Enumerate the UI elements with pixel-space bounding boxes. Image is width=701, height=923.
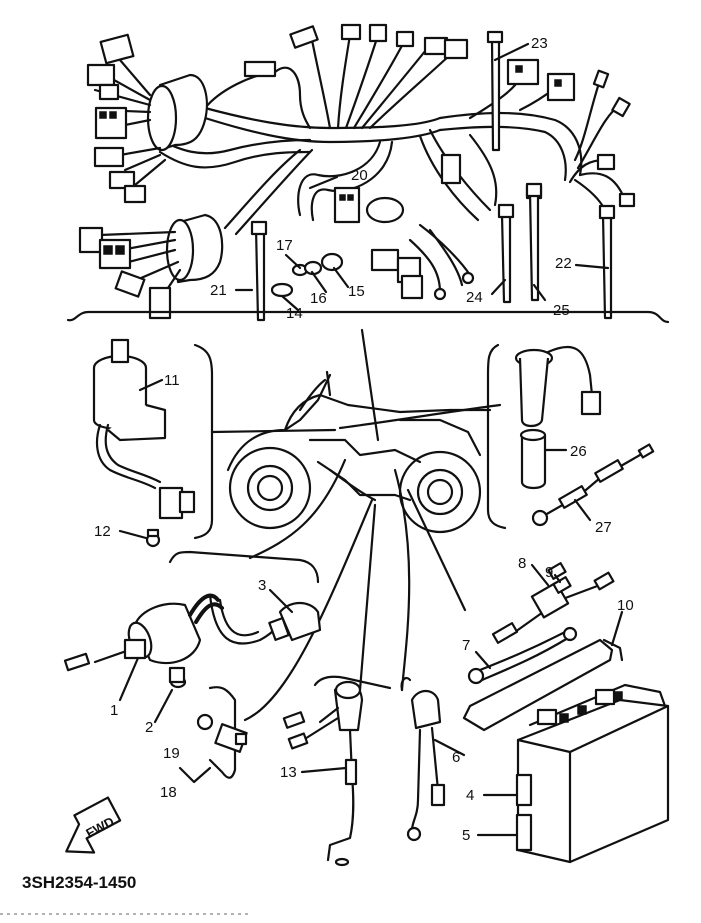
clamp-parts	[270, 252, 344, 298]
label-24: 24	[466, 289, 483, 306]
label-22: 22	[555, 255, 572, 272]
label-16: 16	[310, 290, 327, 307]
top-connectors	[243, 23, 469, 78]
part-code: 3SH2354-1450	[22, 873, 136, 892]
motorcycle-outline	[226, 373, 492, 534]
fuse-leads-7-8-9	[467, 562, 615, 685]
label-20: 20	[351, 167, 368, 184]
sensor-18-19	[178, 686, 248, 784]
label-8: 8	[518, 555, 526, 572]
label-3: 3	[258, 577, 266, 594]
connector-cluster-upper-left	[86, 33, 152, 140]
label-26: 26	[570, 443, 587, 460]
cable-ties	[250, 30, 616, 322]
label-19: 19	[163, 745, 180, 762]
battery-band-10	[462, 638, 624, 732]
label-25: 25	[553, 302, 570, 319]
main-switch	[92, 338, 214, 548]
label-23: 23	[531, 35, 548, 52]
harness-bracket	[66, 310, 670, 324]
leader-lines	[210, 328, 502, 722]
right-parts-26-27	[486, 343, 655, 530]
center-connectors	[333, 153, 475, 301]
ignition-coil-group	[63, 550, 322, 689]
label-15: 15	[348, 283, 365, 300]
label-1: 1	[110, 702, 118, 719]
label-9: 9	[545, 564, 553, 581]
round-junction-lower	[165, 213, 224, 284]
label-17: 17	[276, 237, 293, 254]
label-5: 5	[462, 827, 470, 844]
lead-6	[400, 676, 446, 842]
label-12: 12	[94, 523, 111, 540]
connector-cluster-mid-left	[93, 146, 167, 204]
battery-4	[515, 683, 670, 864]
label-4: 4	[466, 787, 474, 804]
label-7: 7	[462, 637, 470, 654]
label-6: 6	[452, 749, 460, 766]
right-side-wires	[525, 69, 636, 212]
label-14: 14	[286, 305, 303, 322]
label-11: 11	[164, 372, 180, 389]
label-13: 13	[280, 764, 297, 781]
callout-leaders	[118, 42, 624, 837]
round-junction-upper	[146, 73, 208, 152]
label-10: 10	[617, 597, 634, 614]
connector-cluster-lower-left	[78, 226, 182, 320]
right-top-connectors	[468, 58, 576, 120]
label-2: 2	[145, 719, 153, 736]
label-18: 18	[160, 784, 177, 801]
callout-labels: 23 20 17 22 21 16 15 24 14 25 11 26 12 2…	[94, 35, 634, 844]
forward-arrow-icon: FWD	[65, 796, 122, 854]
label-27: 27	[595, 519, 612, 536]
label-21: 21	[210, 282, 227, 299]
terminal-13	[282, 675, 392, 867]
wire-harness	[158, 33, 583, 236]
